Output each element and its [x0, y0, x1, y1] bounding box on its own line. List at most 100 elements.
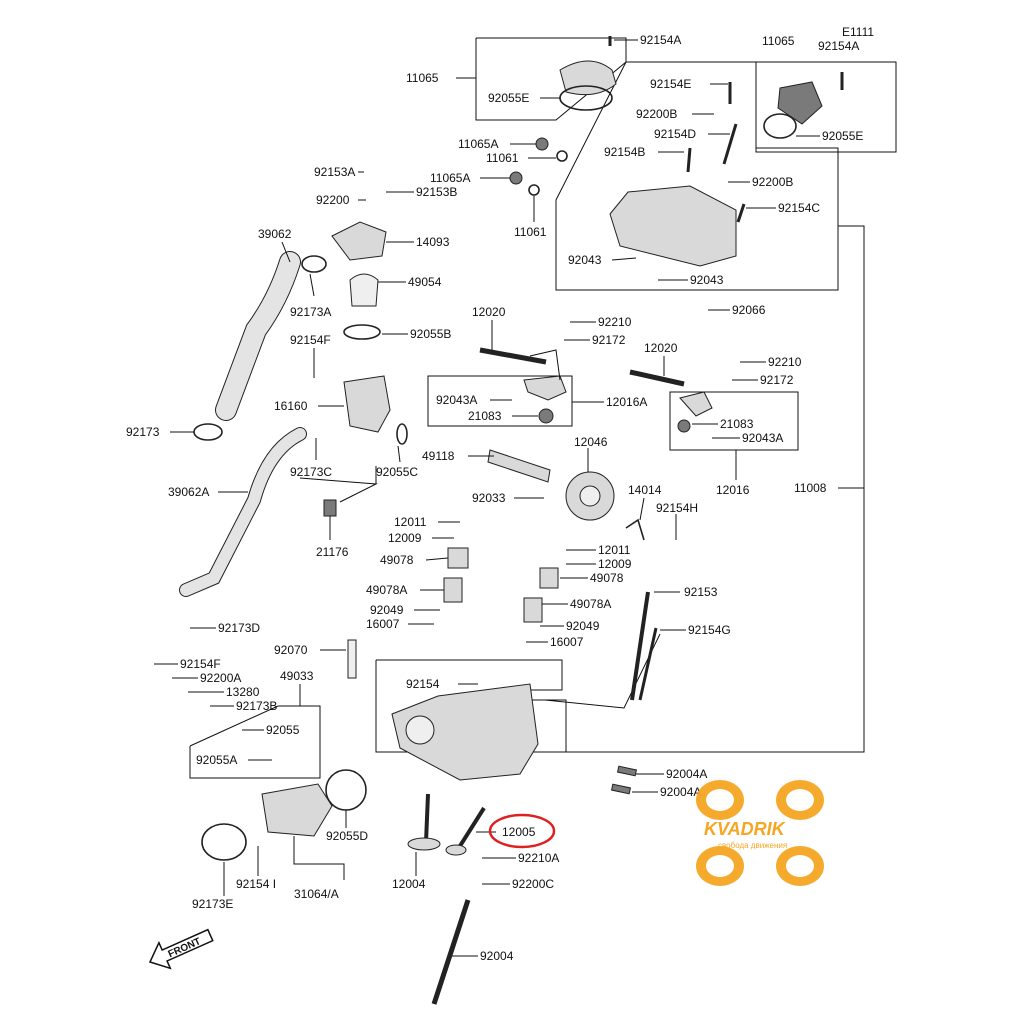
label-92055E-left: 92055E — [488, 91, 529, 105]
label-92172-b: 92172 — [760, 373, 794, 387]
label-21083-a: 21083 — [468, 409, 502, 423]
label-21176: 21176 — [316, 545, 349, 559]
label-92200B-a: 92200B — [636, 107, 677, 121]
label-49078A-a: 49078A — [366, 583, 407, 597]
leader-lines — [154, 39, 864, 957]
seal-11061-b-shape — [528, 184, 540, 196]
label-92154C: 92154C — [778, 201, 820, 215]
oring-92055C-shape — [396, 423, 408, 445]
label-92154: 92154 — [406, 677, 440, 691]
label-11008: 11008 — [794, 481, 827, 495]
oring-92055B-shape — [343, 324, 381, 340]
frame-49033 — [189, 705, 321, 779]
label-49078-b: 49078 — [590, 571, 624, 585]
label-92154D: 92154D — [654, 127, 696, 141]
label-92154H: 92154H — [656, 501, 698, 515]
frames — [189, 37, 897, 779]
label-92173: 92173 — [126, 425, 160, 439]
valve-12004-stem — [424, 793, 430, 843]
label-92153B: 92153B — [416, 185, 457, 199]
label-E1111: E1111 — [842, 25, 874, 39]
seal-11061-shape — [556, 150, 568, 162]
cover-11065-right-shape — [777, 81, 823, 125]
bolt-92154C-shape — [736, 203, 746, 223]
dowel-92004A-shape — [616, 765, 638, 777]
pushrod-92004-shape — [431, 899, 471, 1005]
head-cover-11008-shape — [609, 185, 737, 267]
label-92154E: 92154E — [650, 77, 691, 91]
oring-92055D-shape — [325, 769, 367, 811]
label-92066: 92066 — [732, 303, 766, 317]
label-92055A: 92055A — [196, 753, 237, 767]
label-49033: 49033 — [280, 669, 314, 683]
label-12046: 12046 — [574, 435, 608, 449]
label-12011-a: 12011 — [394, 515, 427, 529]
label-92043-a: 92043 — [568, 253, 602, 267]
label-92210-b: 92210 — [768, 355, 802, 369]
camshaft-49118-shape — [487, 449, 551, 483]
label-92173E: 92173E — [192, 897, 233, 911]
label-92154F-b: 92154F — [180, 657, 221, 671]
label-92200A: 92200A — [200, 671, 241, 685]
roller-21083-b-shape — [677, 419, 691, 433]
label-92173B: 92173B — [236, 699, 277, 713]
label-92154G: 92154G — [688, 623, 731, 637]
label-92043-b: 92043 — [690, 273, 724, 287]
label-12005: 12005 — [502, 825, 536, 839]
housing-14093-shape — [331, 221, 387, 261]
spring-49078-b-shape — [539, 567, 559, 589]
bolt-92154G-shape — [638, 627, 658, 701]
label-49078-a: 49078 — [380, 553, 414, 567]
label-92055B: 92055B — [410, 327, 451, 341]
front-arrow-icon: FRONT — [148, 928, 214, 970]
sparkplug-92070-shape — [347, 639, 357, 679]
housing-16160-shape — [343, 375, 391, 433]
label-16007-a: 16007 — [366, 617, 400, 631]
label-11065A-a: 11065A — [458, 137, 498, 151]
rocker-12016A-shape — [523, 375, 567, 401]
label-12004: 12004 — [392, 877, 426, 891]
label-92200B-b: 92200B — [752, 175, 793, 189]
bracket-14014-shape — [625, 518, 645, 541]
rocker-12016-shape — [679, 391, 713, 417]
label-92154F: 92154F — [290, 333, 331, 347]
label-92172-a: 92172 — [592, 333, 626, 347]
spring-49078-shape — [447, 547, 469, 569]
label-92043A-a: 92043A — [436, 393, 477, 407]
label-92049-a: 92049 — [370, 603, 404, 617]
cap-11065A-shape — [535, 137, 549, 151]
sensor-21176-shape — [323, 499, 337, 517]
parts — [179, 36, 844, 1005]
valve-12005-stem — [458, 806, 486, 848]
label-92173C: 92173C — [290, 465, 332, 479]
label-92070: 92070 — [274, 643, 308, 657]
label-92200C: 92200C — [512, 877, 554, 891]
label-92049-b: 92049 — [566, 619, 600, 633]
watermark-brand: KVADRIK — [704, 819, 787, 839]
label-39062A: 39062A — [168, 485, 209, 499]
label-92210A: 92210A — [518, 851, 559, 865]
highlight-ring-12005 — [488, 813, 556, 849]
label-92055C: 92055C — [376, 465, 418, 479]
label-49054: 49054 — [408, 275, 442, 289]
bolt-92154D-shape — [722, 123, 738, 165]
label-12020-b: 12020 — [644, 341, 678, 355]
bolt-92154B-shape — [686, 147, 692, 173]
label-11065A-b: 11065A — [430, 171, 470, 185]
oring-92055E-right-shape — [763, 113, 797, 139]
cover-11065-shape — [559, 60, 617, 96]
label-92173A: 92173A — [290, 305, 331, 319]
kvadrik-logo: KVADRIK свобода движения — [696, 780, 824, 886]
dowel-92004A-b-shape — [610, 783, 632, 795]
label-92154B: 92154B — [604, 145, 645, 159]
shaft-12020-b-shape — [629, 369, 685, 387]
label-92055E-right: 92055E — [822, 129, 863, 143]
label-14014: 14014 — [628, 483, 662, 497]
label-11061-b: 11061 — [514, 225, 547, 239]
label-92055D: 92055D — [326, 829, 368, 843]
label-92004A-a: 92004A — [666, 767, 707, 781]
part-labels: 92154A 11065 E1111 92154A 11065 92055E 9… — [126, 25, 874, 963]
label-92004A-b: 92004A — [660, 785, 701, 799]
label-12009-a: 12009 — [388, 531, 422, 545]
valve-12005-head — [445, 844, 467, 856]
